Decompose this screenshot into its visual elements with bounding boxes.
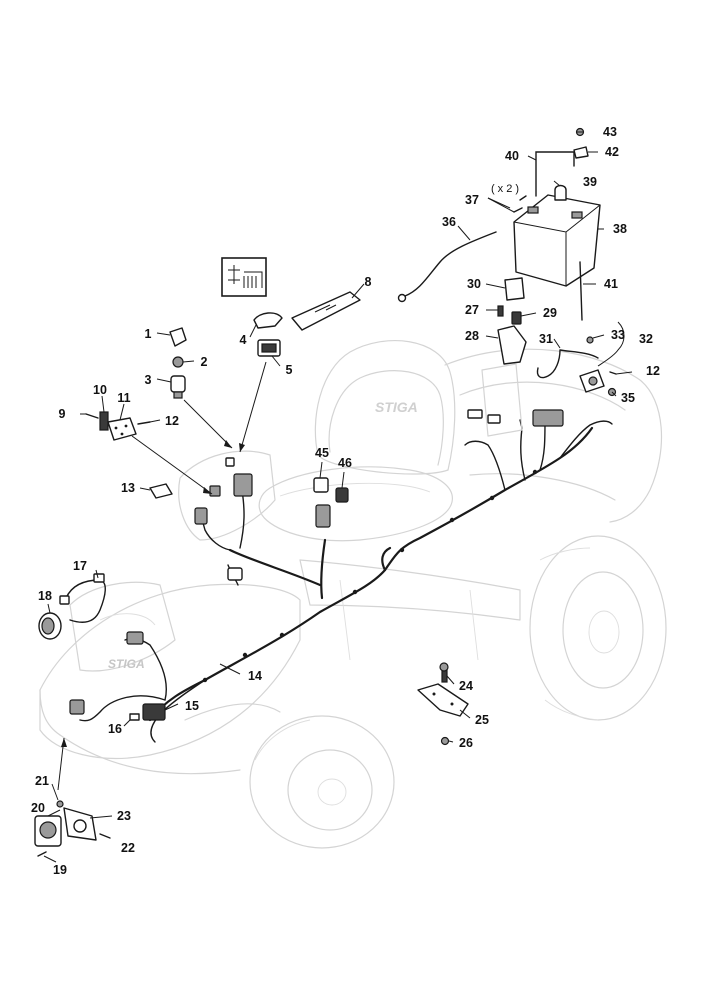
bracket-25 xyxy=(417,683,469,717)
nut-2 xyxy=(172,356,184,368)
bracket-42 xyxy=(573,146,589,159)
nut-33 xyxy=(586,336,594,344)
main-harness xyxy=(148,409,613,722)
switch-46 xyxy=(335,487,349,503)
callout-17: 17 xyxy=(73,559,87,573)
nut-26 xyxy=(440,736,450,746)
screw-19 xyxy=(37,851,47,857)
callout-1: 1 xyxy=(145,327,152,341)
callout-30: 30 xyxy=(467,277,481,291)
plate-11 xyxy=(107,417,137,441)
switch-10 xyxy=(99,411,109,431)
relay-15 xyxy=(142,703,166,721)
callout-24: 24 xyxy=(459,679,473,693)
fuse-27 xyxy=(497,305,504,317)
callout-5: 5 xyxy=(286,363,293,377)
relay-29 xyxy=(511,311,522,325)
front-harness-connector xyxy=(69,699,85,715)
nut-21 xyxy=(56,800,64,808)
switch-45 xyxy=(313,477,329,493)
svg-text:STIGA: STIGA xyxy=(108,657,145,671)
callout-36: 36 xyxy=(442,215,456,229)
leader-lines xyxy=(43,131,633,863)
callout-23: 23 xyxy=(117,809,131,823)
callout-25: 25 xyxy=(475,713,489,727)
callout-32: 32 xyxy=(639,332,653,346)
callout-9: 9 xyxy=(59,407,66,421)
callout-35: 35 xyxy=(621,391,635,405)
callouts: 1 2 3 4 5 8 9 10 11 12 12 13 14 15 16 17… xyxy=(31,125,660,877)
callout-18: 18 xyxy=(38,589,52,603)
cable-36 xyxy=(404,231,497,297)
screw-22 xyxy=(99,833,111,839)
cable-31 xyxy=(536,349,599,379)
callout-33: 33 xyxy=(611,328,625,342)
callout-41: 41 xyxy=(604,277,618,291)
callout-4: 4 xyxy=(240,333,247,347)
cable-41 xyxy=(579,261,583,321)
callout-26: 26 xyxy=(459,736,473,750)
callout-12-left: 12 xyxy=(165,414,179,428)
switch-1 xyxy=(169,327,187,347)
callout-10: 10 xyxy=(93,383,107,397)
callout-16: 16 xyxy=(108,722,122,736)
component-13 xyxy=(149,483,173,499)
callout-31: 31 xyxy=(539,332,553,346)
front-harness xyxy=(38,573,206,743)
callout-8: 8 xyxy=(365,275,372,289)
screw-37-b xyxy=(513,207,523,213)
battery-area xyxy=(397,127,617,437)
callout-12-right: 12 xyxy=(646,364,660,378)
callout-27: 27 xyxy=(465,303,479,317)
tractor-outline: STIGA STIGA xyxy=(39,340,667,849)
callout-13: 13 xyxy=(121,481,135,495)
callout-37: 37 xyxy=(465,193,479,207)
dashboard-parts xyxy=(85,257,361,503)
callout-28: 28 xyxy=(465,329,479,343)
rear-bracket xyxy=(417,662,469,746)
callout-3: 3 xyxy=(145,373,152,387)
callout-46: 46 xyxy=(338,456,352,470)
screw-12-right xyxy=(609,371,617,375)
svg-text:STIGA: STIGA xyxy=(375,399,418,415)
cable-40 xyxy=(535,151,575,197)
callout-22: 22 xyxy=(121,841,135,855)
callout-42: 42 xyxy=(605,145,619,159)
callout-38: 38 xyxy=(613,222,627,236)
callout-39: 39 xyxy=(583,175,597,189)
callout-21: 21 xyxy=(35,774,49,788)
switch-3 xyxy=(170,375,186,393)
screw-12-left xyxy=(137,421,151,425)
terminal-39 xyxy=(554,184,567,201)
battery-38 xyxy=(513,194,601,287)
front-socket xyxy=(34,800,111,857)
fusebox-30 xyxy=(504,277,525,301)
screw-37-a xyxy=(519,195,527,201)
callout-20: 20 xyxy=(31,801,45,815)
plate-8 xyxy=(291,291,361,331)
callout-2: 2 xyxy=(201,355,208,369)
holder-28 xyxy=(497,325,527,365)
callout-43: 43 xyxy=(603,125,617,139)
callout-14: 14 xyxy=(248,669,262,683)
cover-4 xyxy=(253,312,283,329)
screw-9 xyxy=(85,413,99,419)
callout-40: 40 xyxy=(505,149,519,163)
cable-17 xyxy=(65,579,106,623)
multiplier-label: ( x 2 ) xyxy=(491,183,519,195)
callout-19: 19 xyxy=(53,863,67,877)
callout-45: 45 xyxy=(315,446,329,460)
plug-16 xyxy=(129,713,140,721)
callout-11: 11 xyxy=(117,391,130,405)
callout-15: 15 xyxy=(185,699,199,713)
callout-29: 29 xyxy=(543,306,557,320)
